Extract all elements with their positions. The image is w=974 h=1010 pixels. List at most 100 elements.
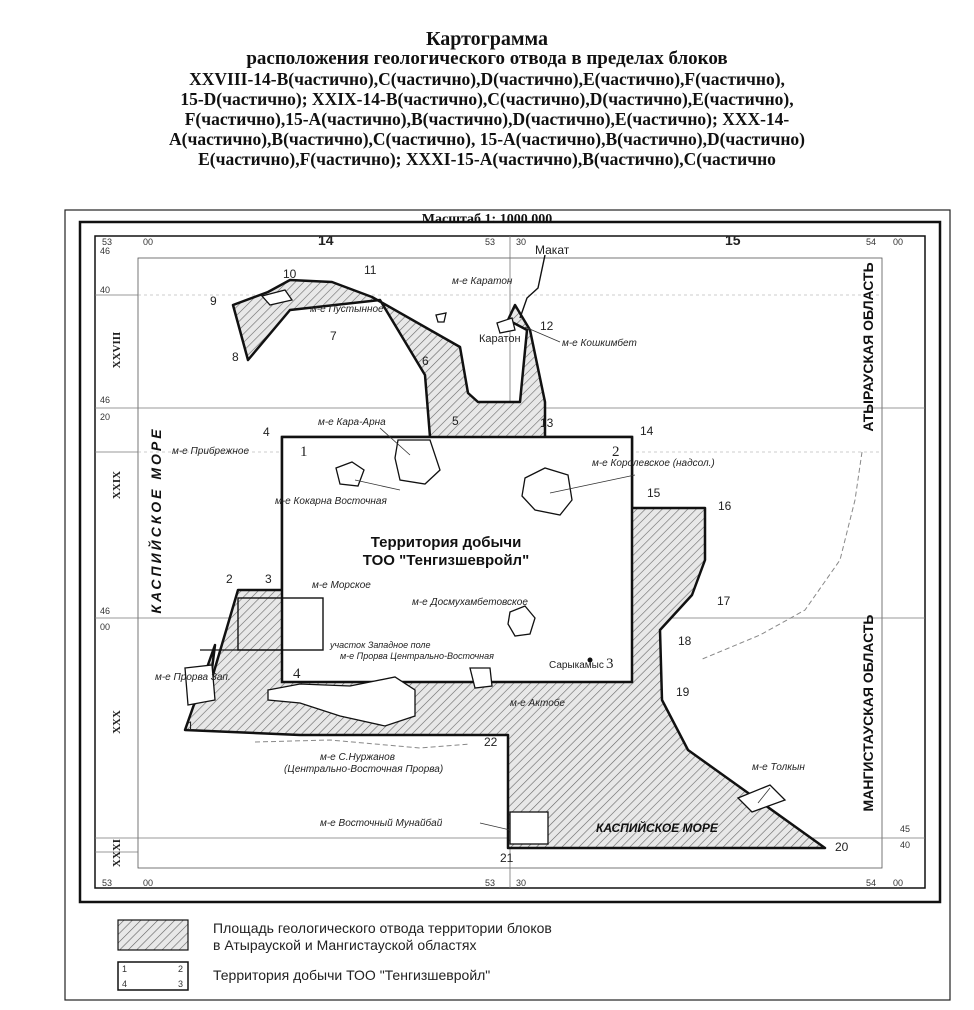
lat-40-bottom: 40 <box>900 840 910 850</box>
point-14: 14 <box>640 424 654 438</box>
map-title: Картограмма <box>426 28 548 50</box>
lat-00: 00 <box>100 622 110 632</box>
label-aktobe: м-е Актобе <box>510 697 565 709</box>
town-sarykamys: Сарыкамыс <box>549 660 604 671</box>
tick-bot-54: 54 <box>866 878 876 888</box>
tick-top-53b: 53 <box>485 237 495 247</box>
label-zapadnoe-1: участок Западное поле <box>329 640 430 650</box>
point-15: 15 <box>647 486 661 500</box>
territory-title-line2: ТОО "Тенгизшевройл" <box>363 552 529 569</box>
legend-hatch-line1: Площадь геологического отвода территории… <box>213 920 552 936</box>
label-nurzhanov-2: (Центрально-Восточная Прорва) <box>284 764 443 775</box>
tick-top-30: 30 <box>516 237 526 247</box>
label-dosmukh: м-е Досмухамбетовское <box>412 596 528 608</box>
label-kara-arna: м-е Кара-Арна <box>318 417 386 428</box>
mangistau-oblast-label: МАНГИСТАУСКАЯ ОБЛАСТЬ <box>860 615 876 812</box>
dashed-road <box>254 739 471 749</box>
block-list-line-4: A(частично),B(частично),C(частично), 15-… <box>168 129 805 149</box>
tick-top-54: 54 <box>866 237 876 247</box>
block-list-line-2: 15-D(частично); XXIX-14-B(частично),C(ча… <box>180 89 794 109</box>
legend-box-1: 1 <box>122 964 127 974</box>
legend-box-2: 2 <box>178 964 183 974</box>
point-6: 6 <box>422 354 429 368</box>
legend-hatch-swatch <box>117 919 189 951</box>
point-8: 8 <box>232 350 239 364</box>
point-9: 9 <box>210 294 217 308</box>
tick-bot-00b: 00 <box>893 878 903 888</box>
kara-arna-field <box>394 439 441 485</box>
territory-title-line1: Территория добычи <box>371 534 522 551</box>
outer-frame <box>64 209 951 1001</box>
corner-2: 2 <box>612 444 620 460</box>
block-list-line-5: E(частично),F(частично); XXXI-15-A(части… <box>198 149 776 169</box>
vost-munaibai-field <box>509 811 549 845</box>
point-19: 19 <box>676 685 690 699</box>
point-1: 1 <box>187 719 194 733</box>
map-subtitle: расположения геологического отвода в пре… <box>246 48 728 69</box>
block-xxxi: XXXI <box>111 839 123 867</box>
corner-3: 3 <box>606 656 614 672</box>
legend-territory-swatch <box>117 961 189 991</box>
korolevskoe-field <box>521 467 573 516</box>
prorva-zap-field <box>184 664 216 706</box>
pustynnoe-field <box>260 289 294 306</box>
tick-top-00: 00 <box>143 237 153 247</box>
point-12: 12 <box>540 319 554 333</box>
legend-box-4: 4 <box>122 979 127 989</box>
point-5: 5 <box>452 414 459 428</box>
tick-top-14: 14 <box>318 232 334 248</box>
point-10: 10 <box>283 267 297 281</box>
label-kokarna: м-е Кокарна Восточная <box>275 496 387 507</box>
label-karaton-field: м-е Каратон <box>452 276 513 287</box>
town-makat: Макат <box>535 243 570 257</box>
legend-territory-label: Территория добычи ТОО "Тенгизшевройл" <box>213 967 490 983</box>
point-3: 3 <box>265 572 272 586</box>
point-20: 20 <box>835 840 849 854</box>
lat-40: 40 <box>100 285 110 295</box>
sarykamys-dot <box>587 657 593 663</box>
caspian-sea-west-label: КАСПИЙСКОЕ МОРЕ <box>147 426 164 613</box>
block-list-line-1: XXVIII-14-B(частично),C(частично),D(част… <box>189 69 785 89</box>
lat-45: 45 <box>900 824 910 834</box>
label-pribrezhnoe: м-е Прибрежное <box>172 445 249 457</box>
label-vost-munaibai: м-е Восточный Мунайбай <box>320 817 443 829</box>
label-tolkyn: м-е Толкын <box>752 762 805 773</box>
lat-20: 20 <box>100 412 110 422</box>
label-pustynnoe: м-е Пустынное <box>310 304 384 315</box>
point-13: 13 <box>540 416 554 430</box>
kokarna-field <box>335 461 365 487</box>
atyrau-oblast-label: АТЫРАУСКАЯ ОБЛАСТЬ <box>860 262 876 431</box>
point-16: 16 <box>718 499 732 513</box>
aktobe-field <box>469 667 493 689</box>
label-korolevskoe: м-е Королевское (надсол.) <box>592 458 715 469</box>
block-xxx: XXX <box>111 710 123 734</box>
point-18: 18 <box>678 634 692 648</box>
label-koshkimbet: м-е Кошкимбет <box>562 337 637 349</box>
corner-4: 4 <box>293 666 301 682</box>
block-xxviii: XXVIII <box>111 332 123 369</box>
tick-bot-30: 30 <box>516 878 526 888</box>
label-nurzhanov-1: м-е С.Нуржанов <box>320 752 395 763</box>
lat-46-low: 46 <box>100 606 110 616</box>
block-xxix: XXIX <box>111 471 123 499</box>
point-4: 4 <box>263 425 270 439</box>
point-11: 11 <box>364 263 377 277</box>
prorva-field <box>267 676 416 727</box>
railway-makat <box>519 254 546 319</box>
tick-bot-53: 53 <box>102 878 112 888</box>
map-frame <box>78 220 942 904</box>
dosmukh-field <box>507 605 536 637</box>
town-karaton: Каратон <box>479 333 521 345</box>
koshkimbet-field <box>496 317 516 334</box>
oblast-boundary <box>699 451 863 661</box>
point-21: 21 <box>500 851 514 865</box>
point-numbers: 1 2 3 4 5 6 7 8 9 10 11 12 13 14 15 16 1… <box>187 263 849 865</box>
tick-top-15: 15 <box>725 232 741 248</box>
block-list-line-3: F(частично),15-A(частично),B(частично),D… <box>184 109 790 129</box>
legend-box-3: 3 <box>178 979 183 989</box>
tick-bot-00: 00 <box>143 878 153 888</box>
karaton-field <box>435 312 447 323</box>
tick-bot-53b: 53 <box>485 878 495 888</box>
caspian-sea-south-label: КАСПИЙСКОЕ МОРЕ <box>596 819 719 835</box>
